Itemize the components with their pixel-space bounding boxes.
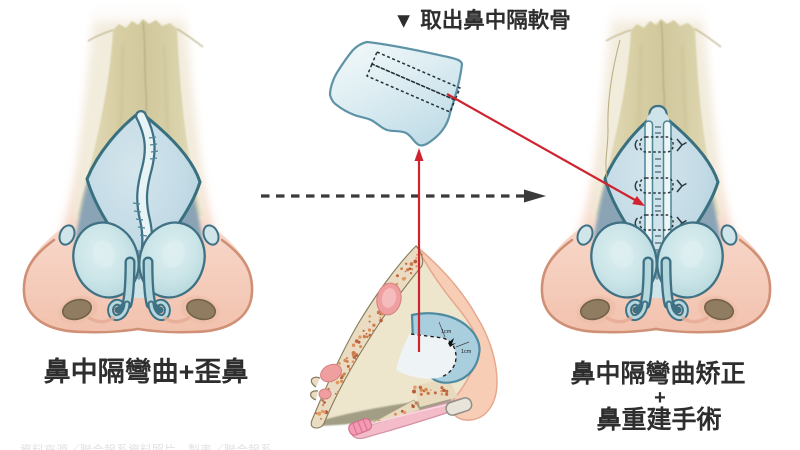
- svg-text:1cm: 1cm: [441, 329, 452, 335]
- svg-text:鼻重建手術: 鼻重建手術: [596, 405, 721, 434]
- svg-text:+: +: [654, 387, 666, 409]
- svg-text:1cm: 1cm: [461, 349, 472, 355]
- svg-text:鼻中隔彎曲矫正: 鼻中隔彎曲矫正: [570, 360, 745, 388]
- svg-text:資料來源／聯合報系資料照片 製表／聯合報系: 資料來源／聯合報系資料照片 製表／聯合報系: [20, 442, 272, 450]
- svg-text:鼻中隔彎曲+歪鼻: 鼻中隔彎曲+歪鼻: [44, 357, 249, 387]
- svg-text:▼ 取出鼻中隔軟骨: ▼ 取出鼻中隔軟骨: [393, 8, 571, 33]
